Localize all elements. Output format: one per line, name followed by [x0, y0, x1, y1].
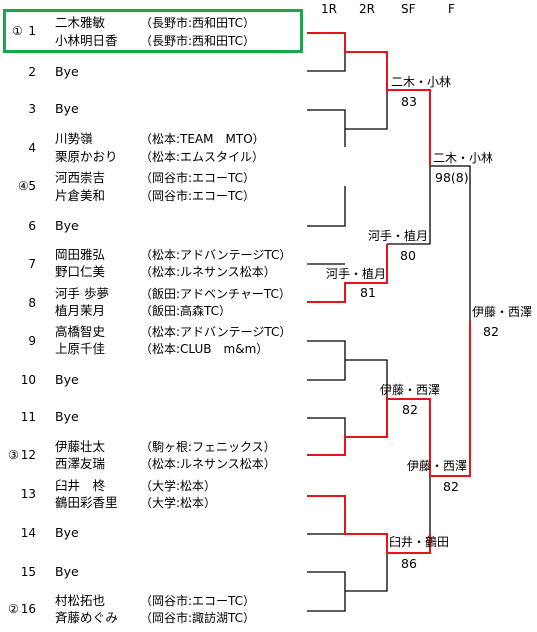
draw-number: 5 [28, 179, 36, 193]
seed1-highlight-frame [3, 9, 303, 53]
player-name: 河手 歩夢 [55, 286, 109, 301]
seed-mark: ④ [18, 179, 29, 193]
player-name: 村松拓也 [55, 593, 106, 608]
result-score: 86 [401, 556, 417, 571]
draw-number: 10 [20, 373, 36, 387]
player-club: （岡谷市:エコーTC） [140, 594, 256, 608]
player-name: Bye [55, 525, 79, 540]
draw-number: 2 [28, 65, 36, 79]
player-name: 高橋智史 [55, 324, 106, 339]
result-score: 82 [402, 402, 418, 417]
draw-number: 6 [28, 219, 36, 233]
round-header-1r: 1R [321, 2, 337, 16]
draw-number: 16 [20, 602, 36, 616]
draw-number: 7 [28, 257, 36, 271]
player-name: Bye [55, 564, 79, 579]
player-club: （松本:ルネサンス松本） [140, 265, 276, 279]
player-name: 川㔟嶺 [55, 131, 93, 146]
player-club: （岡谷市:諏訪湖TC） [140, 611, 256, 625]
player-club: （松本:ルネサンス松本） [140, 457, 276, 471]
player-club: （岡谷市:エコーTC） [140, 189, 256, 203]
round-header-f: F [448, 2, 455, 16]
player-name: 野口仁美 [55, 264, 106, 279]
result-winner: 臼井・鶴田 [389, 535, 450, 549]
player-club: （松本:CLUB m&m） [140, 342, 269, 356]
round-header-2r: 2R [359, 2, 375, 16]
player-name: 栗原かおり [55, 149, 118, 164]
player-name: 臼井 柊 [55, 478, 106, 493]
draw-number: 9 [28, 334, 36, 348]
player-club: （松本:アドバンテージTC） [140, 248, 292, 262]
draw-number: 1 [28, 24, 36, 38]
player-name: Bye [55, 218, 79, 233]
result-score: 81 [360, 285, 376, 300]
result-score: 80 [400, 248, 416, 263]
player-name: Bye [55, 64, 79, 79]
draw-number: 8 [28, 296, 36, 310]
player-club: （長野市:西和田TC） [140, 16, 256, 30]
draw-number: 3 [28, 102, 36, 116]
result-score: 83 [401, 94, 417, 109]
loser-lines [307, 52, 471, 612]
player-name: 岡田雅弘 [55, 247, 106, 262]
player-name: 伊藤壮太 [55, 439, 106, 454]
player-club: （長野市:西和田TC） [140, 34, 256, 48]
player-name: 河西崇吉 [55, 170, 106, 185]
player-club: （松本:アドバンテージTC） [140, 325, 292, 339]
result-winner: 伊藤・西澤 [407, 459, 468, 473]
player-club: （大学:松本） [140, 479, 217, 493]
player-name: 西澤友瑞 [55, 456, 106, 471]
draw-number: 14 [20, 526, 36, 540]
player-name: 小林明日香 [55, 33, 118, 48]
player-name: 鶴田彩香里 [55, 495, 118, 510]
seed-mark: ② [8, 602, 19, 616]
winner-lines [307, 32, 471, 554]
player-name: Bye [55, 409, 79, 424]
player-name: 片倉美和 [55, 188, 106, 203]
player-club: （松本:TEAM MTO） [140, 132, 265, 146]
round-header-sf: SF [401, 2, 416, 16]
player-club: （飯田:高森TC） [140, 304, 232, 318]
draw-number: 12 [20, 448, 36, 462]
draw-number: 4 [28, 141, 36, 155]
player-name: 上原千佳 [55, 341, 106, 356]
result-score: 82 [443, 479, 459, 494]
result-winner: 河手・植月 [326, 267, 387, 281]
player-club: （大学:松本） [140, 496, 217, 510]
draw-number: 15 [20, 565, 36, 579]
result-winner: 河手・植月 [368, 229, 429, 243]
player-name: Bye [55, 372, 79, 387]
player-club: （飯田:アドベンチャーTC） [140, 287, 291, 301]
player-club: （松本:エムスタイル） [140, 150, 265, 164]
player-name: Bye [55, 101, 79, 116]
player-club: （駒ヶ根:フェニックス） [140, 440, 276, 454]
player-name: 二木雅敏 [55, 15, 106, 30]
result-score: 82 [483, 324, 499, 339]
player-name: 斉藤めぐみ [55, 610, 118, 625]
draw-number: 11 [20, 410, 36, 424]
result-winner: 伊藤・西澤 [472, 305, 533, 319]
result-winner: 伊藤・西澤 [380, 383, 441, 397]
seed-mark: ① [12, 24, 23, 38]
seed-mark: ③ [8, 448, 19, 462]
result-score: 98(8) [435, 170, 469, 185]
result-winner: 二木・小林 [433, 151, 494, 165]
draw-number: 13 [20, 487, 36, 501]
player-name: 植月茉月 [55, 303, 106, 318]
player-club: （岡谷市:エコーTC） [140, 171, 256, 185]
result-winner: 二木・小林 [391, 75, 452, 89]
